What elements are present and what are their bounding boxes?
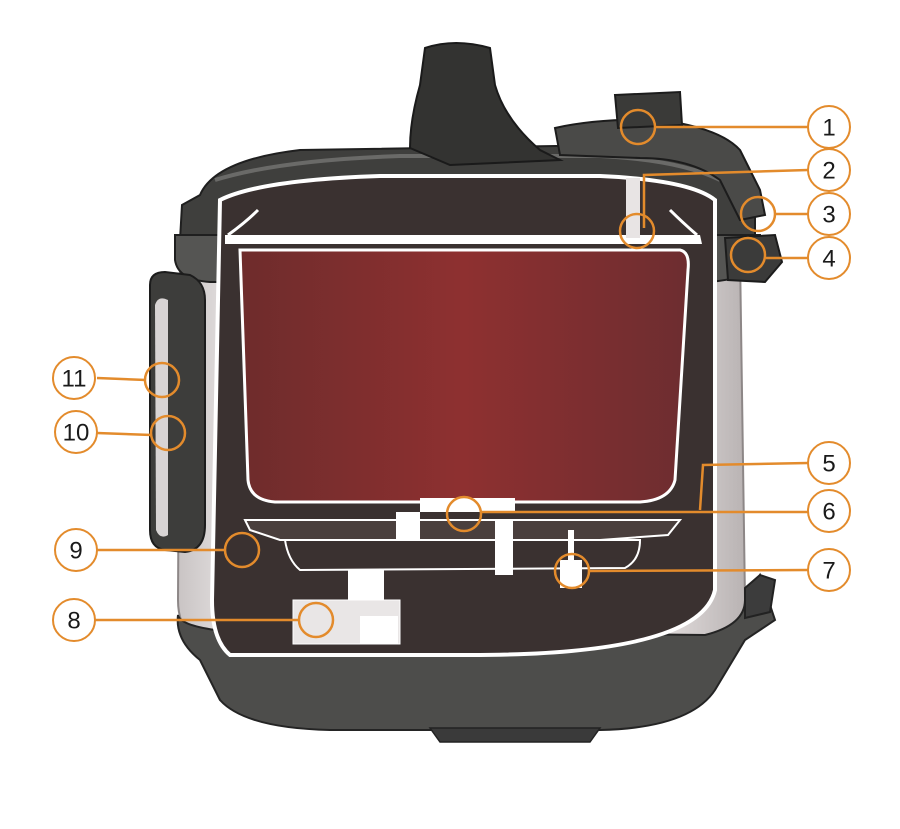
callout-11-label: 11 (62, 366, 87, 393)
top-knob (408, 42, 564, 167)
pin-6 (445, 495, 483, 533)
float-valve (626, 178, 640, 238)
bottom-sensor-pin (568, 530, 574, 562)
callout-6-label: 6 (822, 499, 835, 526)
sensor-stem (495, 520, 513, 575)
callout-3-label: 3 (822, 202, 835, 229)
heater-housing (283, 539, 642, 572)
leader-2 (642, 168, 809, 228)
pin-10 (149, 414, 187, 452)
callout-7: 7 (807, 548, 851, 592)
bottom-sensor (560, 560, 582, 588)
sensor-block (420, 498, 515, 512)
control-column (348, 570, 384, 600)
control-chip (360, 616, 398, 644)
callout-5: 5 (807, 441, 851, 485)
pin-4 (729, 236, 767, 274)
pin-3 (739, 195, 777, 233)
callout-1-label: 1 (822, 115, 835, 142)
steam-release-knob (613, 90, 684, 130)
leader-11 (96, 376, 147, 382)
inner-pot (238, 248, 690, 504)
callout-2-label: 2 (822, 158, 835, 185)
callout-1: 1 (807, 105, 851, 149)
pin-8 (297, 601, 335, 639)
callout-10-label: 10 (63, 420, 90, 447)
callout-2: 2 (807, 148, 851, 192)
pot-rim-right (668, 208, 698, 237)
callout-9-label: 9 (69, 538, 82, 565)
steam-release-handle (553, 118, 767, 222)
sensor-block-2 (396, 512, 420, 540)
callout-4: 4 (807, 236, 851, 280)
leader-7 (587, 568, 809, 573)
callout-9: 9 (54, 528, 98, 572)
base-foot (428, 727, 602, 743)
base-latch (744, 573, 777, 620)
callout-4-label: 4 (822, 246, 835, 273)
pot-rim-bar (225, 235, 702, 244)
pin-1 (619, 108, 657, 146)
callout-3: 3 (807, 192, 851, 236)
callout-8-label: 8 (67, 608, 80, 635)
callout-8: 8 (52, 598, 96, 642)
pin-2 (618, 212, 656, 250)
pin-11 (143, 361, 181, 399)
callout-5-label: 5 (822, 451, 835, 478)
pin-9 (223, 531, 261, 569)
callout-11: 11 (52, 356, 96, 400)
leader-5 (698, 461, 809, 511)
leader-10 (96, 431, 153, 437)
pot-rim-left (227, 208, 260, 237)
callout-6: 6 (807, 489, 851, 533)
pin-7 (553, 552, 591, 590)
callout-10: 10 (54, 410, 98, 454)
lid-top-highlight (214, 154, 721, 182)
callout-7-label: 7 (822, 558, 835, 585)
